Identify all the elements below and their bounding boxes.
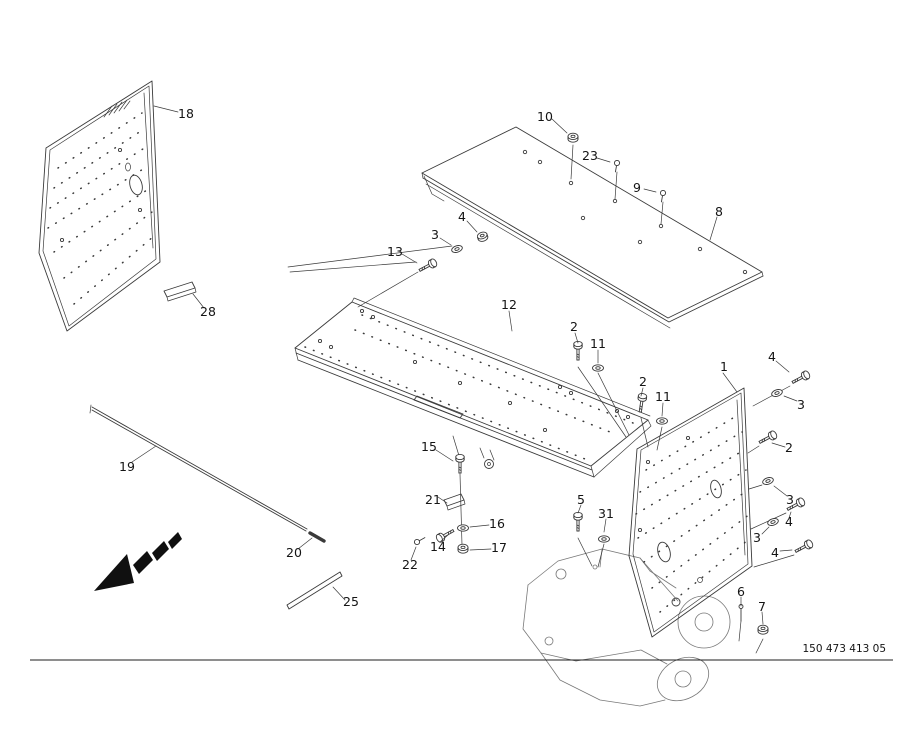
- mount-parts-drawing: [443, 493, 466, 511]
- washer-3c: [761, 475, 775, 487]
- part-label-18: 18: [178, 105, 194, 121]
- nut-17: [457, 543, 469, 554]
- bolt-13: [417, 257, 439, 275]
- part-label-9: 9: [633, 179, 641, 195]
- document-number: 150 473 413 05: [802, 643, 887, 655]
- part-label-15: 15: [421, 438, 437, 454]
- screw-23: [612, 159, 621, 173]
- part-label-12: 12: [501, 296, 517, 312]
- bolt-4b: [790, 369, 812, 387]
- part-label-2: 2: [785, 439, 793, 455]
- washer-3a: [450, 243, 464, 255]
- fasteners: [413, 132, 815, 635]
- part-label-3: 3: [786, 491, 794, 507]
- part-label-1: 1: [720, 358, 728, 374]
- bolt-5: [573, 511, 583, 532]
- part-label-31: 31: [598, 505, 614, 521]
- panel-18-drawing: [38, 80, 161, 332]
- nut-7: [757, 624, 769, 635]
- part-label-17: 17: [491, 539, 507, 555]
- part-label-6: 6: [737, 583, 745, 599]
- strip-28-drawing: [163, 281, 197, 302]
- rod-19-drawing: [89, 404, 308, 532]
- part-label-13: 13: [387, 243, 403, 259]
- stud-6: [738, 604, 744, 622]
- bolt-2a: [573, 340, 583, 361]
- part-label-8: 8: [715, 203, 723, 219]
- part-label-2: 2: [570, 318, 578, 334]
- part-label-4: 4: [771, 544, 779, 560]
- part-label-19: 19: [119, 458, 135, 474]
- part-label-23: 23: [582, 147, 598, 163]
- washer-3d: [766, 516, 780, 528]
- washer-16: [457, 524, 469, 532]
- part-label-5: 5: [577, 491, 585, 507]
- direction-arrow-icon: [94, 532, 182, 591]
- part-label-20: 20: [286, 544, 302, 560]
- washer-31: [598, 535, 610, 543]
- nut-4a: [476, 230, 490, 244]
- screw-9: [658, 189, 667, 203]
- bolt-2b: [635, 392, 648, 413]
- part-label-3: 3: [431, 226, 439, 242]
- pin-20-drawing: [308, 531, 326, 543]
- part-label-11: 11: [590, 335, 606, 351]
- bolt-15: [455, 453, 465, 474]
- assembly-lines: [287, 144, 795, 654]
- panel-8-drawing: [421, 126, 764, 329]
- leader-lines: [131, 105, 798, 625]
- panel-1-drawing: [628, 387, 753, 638]
- part-label-4: 4: [768, 348, 776, 364]
- part-label-22: 22: [402, 556, 418, 572]
- part-label-10: 10: [537, 108, 553, 124]
- part-label-14: 14: [430, 538, 446, 554]
- part-label-2: 2: [639, 373, 647, 389]
- part-label-3: 3: [797, 396, 805, 412]
- part-label-4: 4: [785, 513, 793, 529]
- bolt-4d: [793, 538, 815, 556]
- part-label-16: 16: [489, 515, 505, 531]
- part-label-21: 21: [425, 491, 441, 507]
- screw-22: [413, 534, 427, 546]
- washer-11b: [656, 417, 668, 425]
- washer-11a: [592, 364, 604, 372]
- machine-frame-drawing: [522, 548, 731, 707]
- part-label-4: 4: [458, 208, 466, 224]
- panel-12-drawing: [294, 297, 652, 478]
- strip-25-drawing: [286, 571, 343, 610]
- washer-3b: [770, 387, 784, 399]
- part-label-28: 28: [200, 303, 216, 319]
- part-label-7: 7: [758, 598, 766, 614]
- part-label-11: 11: [655, 388, 671, 404]
- part-label-3: 3: [753, 529, 761, 545]
- nut-10: [567, 132, 579, 143]
- part-label-25: 25: [343, 593, 359, 609]
